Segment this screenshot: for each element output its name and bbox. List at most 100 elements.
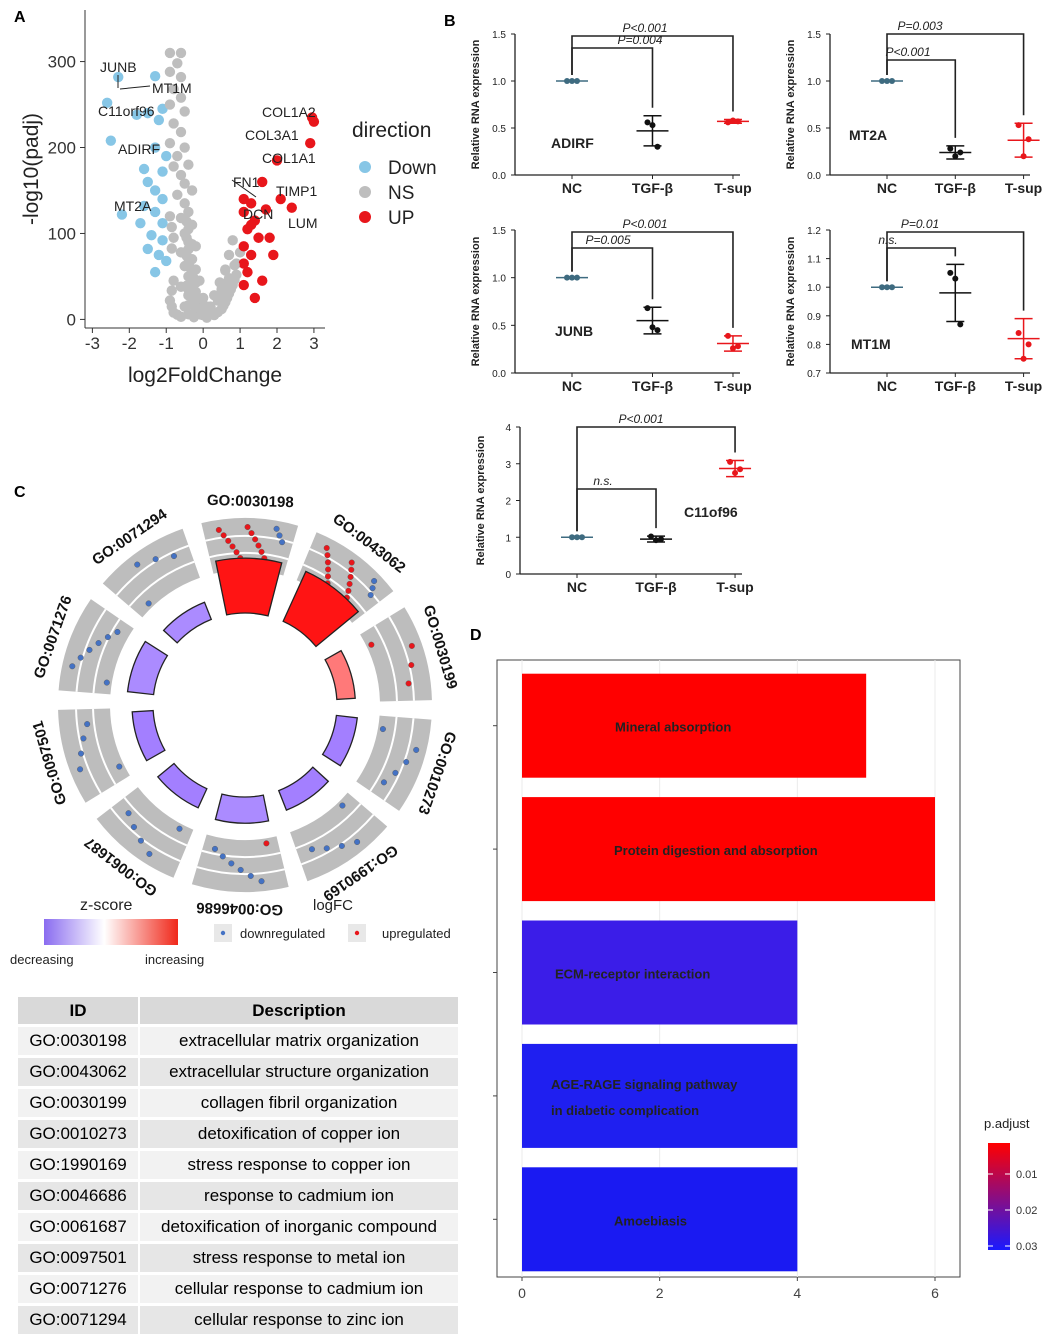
table-cell-description: cellular response to cadmium ion bbox=[140, 1272, 460, 1303]
data-point-down bbox=[157, 166, 168, 177]
logfc-ring bbox=[295, 803, 362, 850]
data-point-ns bbox=[172, 309, 183, 320]
bar-label: Protein digestion and absorption bbox=[614, 843, 818, 858]
logfc-ring bbox=[309, 547, 380, 603]
data-point-ns bbox=[205, 301, 216, 312]
upregulated-point bbox=[255, 542, 262, 549]
data-point bbox=[737, 466, 744, 473]
downregulated-point bbox=[379, 726, 386, 733]
downregulated-point bbox=[258, 878, 265, 885]
y-axis-title: Relative RNA expression bbox=[785, 39, 797, 169]
significance-bracket bbox=[886, 33, 1025, 116]
table-cell-description: extracellular matrix organization bbox=[140, 1024, 460, 1055]
data-point-up bbox=[268, 249, 279, 261]
legend-key bbox=[359, 186, 371, 198]
zscore-bar bbox=[277, 766, 330, 811]
x-tick-label: 4 bbox=[793, 1285, 801, 1301]
data-point-up bbox=[238, 241, 249, 252]
downregulated-point bbox=[125, 810, 132, 817]
downregulated-point bbox=[134, 561, 141, 568]
logfc-ring bbox=[205, 535, 294, 544]
data-point-ns bbox=[214, 289, 225, 301]
logfc-band bbox=[58, 599, 134, 695]
upregulated-point bbox=[252, 536, 259, 543]
data-point-ns bbox=[175, 169, 187, 181]
table-cell-id: GO:0071294 bbox=[18, 1303, 140, 1334]
data-point-ns bbox=[179, 106, 190, 117]
data-point-up bbox=[245, 198, 257, 209]
downregulated-point bbox=[323, 845, 330, 852]
data-point bbox=[649, 122, 656, 129]
y-tick-label: 1.5 bbox=[492, 30, 506, 41]
data-point bbox=[653, 537, 660, 544]
logfc-ring bbox=[128, 560, 195, 607]
data-point-ns bbox=[172, 150, 183, 162]
significance-label: P<0.001 bbox=[622, 217, 667, 231]
table-cell-description: stress response to metal ion bbox=[140, 1241, 460, 1272]
data-point-down bbox=[105, 135, 117, 146]
downregulated-point bbox=[392, 769, 399, 776]
data-point-ns bbox=[175, 126, 187, 138]
downregulated-point bbox=[104, 634, 111, 641]
x-tick-label: NC bbox=[877, 378, 897, 394]
bar bbox=[522, 797, 935, 902]
data-point bbox=[884, 284, 890, 291]
logfc-key-up-label: upregulated bbox=[382, 926, 451, 941]
x-tick-label: TGF-β bbox=[632, 378, 674, 394]
bar-label: ECM-receptor interaction bbox=[555, 967, 710, 982]
data-point-up bbox=[308, 116, 320, 127]
data-point-ns bbox=[190, 277, 201, 289]
table-cell-description: detoxification of copper ion bbox=[140, 1117, 460, 1148]
point-annotation: JUNB bbox=[100, 59, 137, 75]
data-point-up bbox=[257, 176, 268, 188]
x-tick-label: 2 bbox=[272, 334, 281, 353]
zscore-bar bbox=[126, 640, 169, 696]
point-annotation: DCN bbox=[243, 206, 273, 222]
x-tick-label: 1 bbox=[235, 334, 244, 353]
downregulated-point bbox=[380, 779, 387, 786]
data-point bbox=[644, 119, 651, 126]
legend-label: NS bbox=[388, 183, 414, 204]
x-tick-label: -2 bbox=[122, 334, 137, 353]
data-point-down bbox=[161, 255, 172, 267]
x-tick-label: TGF-β bbox=[935, 378, 977, 394]
go-segment: GO:0030198 bbox=[201, 492, 299, 617]
zscore-low-label: decreasing bbox=[10, 952, 74, 967]
data-point-down bbox=[153, 114, 165, 126]
x-tick-label: T-sup bbox=[714, 180, 751, 196]
x-tick-label: TGF-β bbox=[632, 180, 674, 196]
data-point-ns bbox=[166, 221, 177, 233]
data-point-down bbox=[116, 209, 128, 220]
upregulated-point bbox=[324, 559, 331, 566]
data-point bbox=[727, 458, 734, 465]
significance-label: P<0.001 bbox=[618, 412, 663, 426]
y-tick-label: 200 bbox=[48, 139, 76, 158]
downregulated-point bbox=[145, 600, 152, 607]
panel-label-c: C bbox=[14, 484, 26, 501]
y-tick-label: 0.9 bbox=[807, 312, 821, 323]
x-tick-label: -1 bbox=[159, 334, 174, 353]
data-point bbox=[952, 153, 959, 160]
bar-label: Amoebiasis bbox=[614, 1213, 687, 1228]
downregulated-point bbox=[137, 837, 144, 844]
data-point-ns bbox=[166, 301, 177, 312]
x-tick-label: 2 bbox=[656, 1285, 664, 1301]
zscore-bar bbox=[324, 649, 356, 701]
legend-title: p.adjust bbox=[984, 1116, 1030, 1131]
upregulated-point bbox=[244, 524, 251, 531]
upregulated-point bbox=[347, 573, 354, 580]
data-point-ns bbox=[164, 211, 176, 222]
data-point-up bbox=[238, 206, 249, 218]
downregulated-point bbox=[146, 850, 153, 857]
upregulated-point bbox=[368, 641, 375, 648]
data-point bbox=[1015, 122, 1022, 129]
data-point-ns bbox=[175, 71, 187, 83]
downregulated-point bbox=[86, 646, 93, 653]
zscore-bar bbox=[131, 709, 166, 762]
significance-label: P=0.004 bbox=[617, 33, 662, 47]
table-cell-description: detoxification of inorganic compound bbox=[140, 1210, 460, 1241]
data-point bbox=[729, 345, 736, 352]
